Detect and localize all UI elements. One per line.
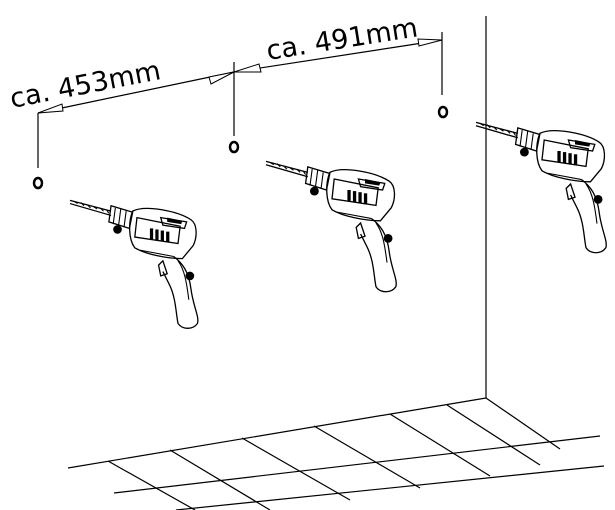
dimension-line-491 <box>233 39 443 73</box>
dimension-line-453 <box>37 71 235 114</box>
hole-marker-icon <box>228 140 240 154</box>
drill-icon <box>265 160 397 293</box>
dimension-491 <box>233 32 443 136</box>
dimension-arrow-icon <box>208 71 235 85</box>
drill-icon <box>69 199 199 329</box>
dimension-label-453: ca. 453mm <box>7 55 163 115</box>
hole-marker-icon <box>437 105 449 119</box>
dimension-arrow-icon <box>233 63 262 73</box>
floor-grid <box>67 397 605 510</box>
dimension-453 <box>37 71 235 168</box>
hole-marker-icon <box>32 176 44 190</box>
drill-icon <box>475 121 607 254</box>
dimension-arrow-icon <box>37 103 64 114</box>
dimension-label-491: ca. 491mm <box>264 12 420 67</box>
dimension-arrow-icon <box>417 38 443 47</box>
